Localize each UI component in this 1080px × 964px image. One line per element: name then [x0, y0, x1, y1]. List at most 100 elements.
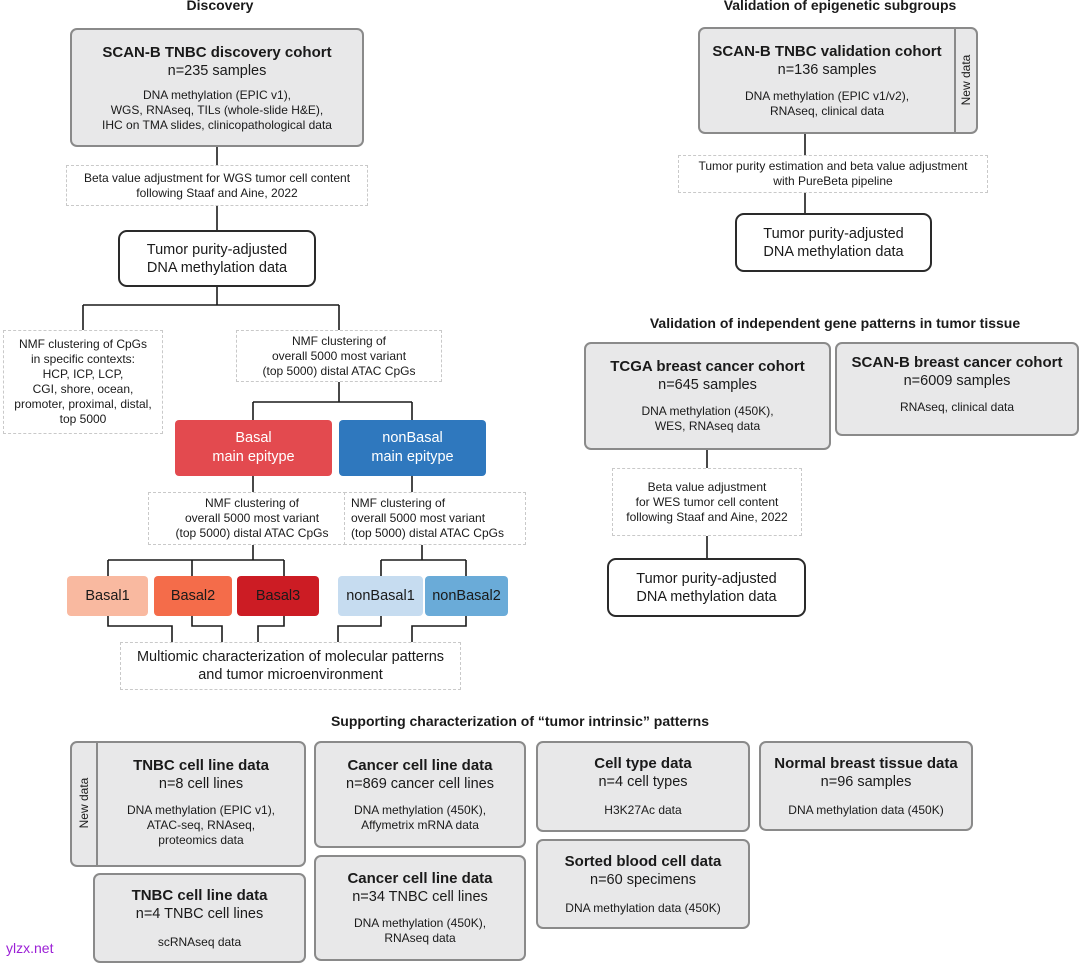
nmf-contexts-line5: promoter, proximal, distal,: [14, 397, 152, 411]
supporting-header: Supporting characterization of “tumor in…: [330, 713, 710, 729]
tcga-n: n=645 samples: [658, 377, 757, 393]
nmf-basal-box: NMF clustering of overall 5000 most vari…: [148, 492, 356, 545]
nonbasal-main-line2: main epitype: [371, 449, 454, 465]
tnbc-cl1-desc1: DNA methylation (EPIC v1),: [126, 802, 276, 817]
ccl1-desc2: Affymetrix mRNA data: [361, 817, 479, 832]
validation-epigenetic-header: Validation of epigenetic subgroups: [723, 0, 957, 13]
normal-title: Normal breast tissue data: [774, 754, 958, 772]
basal3-box: Basal3: [237, 576, 319, 616]
purity-tcga-line2: DNA methylation data: [636, 588, 777, 605]
discovery-cohort-title: SCAN-B TNBC discovery cohort: [102, 44, 332, 61]
tnbc-cl2-n: n=4 TNBC cell lines: [135, 905, 264, 922]
cancer-cell-line-box-2: Cancer cell line data n=34 TNBC cell lin…: [314, 855, 526, 961]
tcga-title: TCGA breast cancer cohort: [610, 358, 805, 375]
multiomic-box: Multiomic characterization of molecular …: [120, 642, 461, 690]
basal2-box: Basal2: [154, 576, 232, 616]
tcga-desc1: DNA methylation (450K),: [641, 404, 774, 418]
discovery-header: Discovery: [186, 0, 254, 13]
cancer-cell-line-box-1: Cancer cell line data n=869 cancer cell …: [314, 741, 526, 848]
normal-breast-tissue-box: Normal breast tissue data n=96 samples D…: [759, 741, 973, 831]
cell-type-box: Cell type data n=4 cell types H3K27Ac da…: [536, 741, 750, 832]
beta-wes-line2: for WES tumor cell content: [635, 494, 779, 509]
nmf-main-line3: (top 5000) distal ATAC CpGs: [262, 363, 416, 378]
sorted-n: n=60 specimens: [590, 871, 696, 888]
nmf-main-box: NMF clustering of overall 5000 most vari…: [236, 330, 442, 382]
basal-main-line1: Basal: [235, 430, 272, 446]
purity-discovery-line1: Tumor purity-adjusted: [146, 241, 288, 258]
tnbc-cl1-desc2: ATAC-seq, RNAseq,: [146, 817, 256, 832]
nmf-basal-line1: NMF clustering of: [204, 496, 300, 510]
nmf-contexts-line4: CGI, shore, ocean,: [32, 382, 134, 396]
validation-new-data-label: New data: [959, 54, 973, 106]
discovery-cohort-n: n=235 samples: [167, 63, 267, 79]
discovery-cohort-desc1: DNA methylation (EPIC v1),: [142, 88, 292, 102]
scanb-bc-desc1: RNAseq, clinical data: [899, 400, 1015, 414]
validation-new-data-tab: New data: [954, 29, 976, 132]
sorted-blood-cell-box: Sorted blood cell data n=60 specimens DN…: [536, 839, 750, 929]
tcga-desc2: WES, RNAseq data: [654, 419, 761, 433]
multiomic-line2: and tumor microenvironment: [198, 667, 383, 683]
validation-cohort-desc1: DNA methylation (EPIC v1/v2),: [744, 88, 910, 103]
ccl1-n: n=869 cancer cell lines: [346, 775, 494, 792]
tnbc-new-data-tab: New data: [72, 743, 98, 865]
purity-discovery-line2: DNA methylation data: [146, 259, 288, 276]
discovery-cohort-box: SCAN-B TNBC discovery cohort n=235 sampl…: [70, 28, 364, 147]
multiomic-line1: Multiomic characterization of molecular …: [136, 649, 445, 665]
basal1-box: Basal1: [67, 576, 148, 616]
purity-adjusted-tcga-box: Tumor purity-adjusted DNA methylation da…: [607, 558, 806, 617]
validation-independent-header: Validation of independent gene patterns …: [649, 315, 1021, 331]
tnbc-cl2-desc1: scRNAseq data: [157, 934, 242, 949]
validation-cohort-n: n=136 samples: [777, 61, 877, 78]
tcga-cohort-box: TCGA breast cancer cohort n=645 samples …: [584, 342, 831, 450]
purity-tcga-line1: Tumor purity-adjusted: [636, 570, 777, 587]
nmf-nonbasal-line3: (top 5000) distal ATAC CpGs: [351, 526, 504, 540]
ccl1-title: Cancer cell line data: [347, 756, 493, 774]
nmf-contexts-line3: HCP, ICP, LCP,: [42, 367, 124, 381]
tnbc-new-data-label: New data: [77, 777, 91, 829]
celltype-title: Cell type data: [594, 755, 692, 772]
validation-cohort-box: SCAN-B TNBC validation cohort n=136 samp…: [698, 27, 978, 134]
purity-adjusted-discovery-box: Tumor purity-adjusted DNA methylation da…: [118, 230, 316, 287]
beta-adjustment-wgs-box: Beta value adjustment for WGS tumor cell…: [66, 165, 368, 206]
nmf-main-line1: NMF clustering of: [291, 333, 387, 348]
tnbc-cl1-title: TNBC cell line data: [133, 756, 269, 774]
purebeta-line2: with PureBeta pipeline: [773, 174, 893, 188]
discovery-cohort-desc3: IHC on TMA slides, clinicopathological d…: [102, 118, 332, 132]
ccl2-title: Cancer cell line data: [347, 870, 493, 887]
scanb-bc-title: SCAN-B breast cancer cohort: [851, 354, 1063, 371]
scanb-breast-cancer-box: SCAN-B breast cancer cohort n=6009 sampl…: [835, 342, 1079, 436]
tnbc-cell-line-box-1: New data TNBC cell line data n=8 cell li…: [70, 741, 306, 867]
nmf-contexts-box: NMF clustering of CpGs in specific conte…: [3, 330, 163, 434]
ccl1-desc1: DNA methylation (450K),: [353, 802, 487, 817]
tnbc-cl1-n: n=8 cell lines: [158, 775, 244, 792]
ccl2-n: n=34 TNBC cell lines: [352, 889, 488, 905]
purebeta-line1: Tumor purity estimation and beta value a…: [698, 159, 968, 173]
basal-main-line2: main epitype: [212, 449, 295, 465]
watermark: ylzx.net: [6, 940, 54, 956]
nmf-basal-line3: (top 5000) distal ATAC CpGs: [175, 526, 329, 540]
ccl2-desc2: RNAseq data: [384, 931, 456, 945]
tnbc-cl2-title: TNBC cell line data: [131, 886, 268, 904]
normal-desc1: DNA methylation data (450K): [788, 802, 944, 817]
sorted-desc1: DNA methylation data (450K): [565, 900, 721, 915]
tnbc-cl1-desc3: proteomics data: [158, 832, 244, 847]
validation-cohort-title: SCAN-B TNBC validation cohort: [712, 42, 942, 60]
nmf-nonbasal-box: NMF clustering of overall 5000 most vari…: [344, 492, 526, 545]
basal-main-epitype-box: Basal main epitype: [175, 420, 332, 476]
purity-adjusted-validation-box: Tumor purity-adjusted DNA methylation da…: [735, 213, 932, 272]
purity-validation-line1: Tumor purity-adjusted: [763, 225, 904, 242]
nmf-nonbasal-line2: overall 5000 most variant: [351, 511, 486, 525]
scanb-bc-n: n=6009 samples: [903, 373, 1011, 389]
normal-n: n=96 samples: [820, 773, 912, 790]
purity-validation-line2: DNA methylation data: [763, 243, 904, 260]
celltype-desc1: H3K27Ac data: [604, 803, 682, 817]
tnbc-cell-line-box-2: TNBC cell line data n=4 TNBC cell lines …: [93, 873, 306, 963]
beta-wes-line1: Beta value adjustment: [647, 479, 767, 494]
beta-adjustment-wes-box: Beta value adjustment for WES tumor cell…: [612, 468, 802, 536]
nmf-nonbasal-line1: NMF clustering of: [351, 496, 446, 510]
beta-adjustment-wgs-line1: Beta value adjustment for WGS tumor cell…: [83, 170, 351, 185]
nmf-contexts-line2: in specific contexts:: [30, 352, 136, 366]
ccl2-desc1: DNA methylation (450K),: [353, 916, 487, 930]
